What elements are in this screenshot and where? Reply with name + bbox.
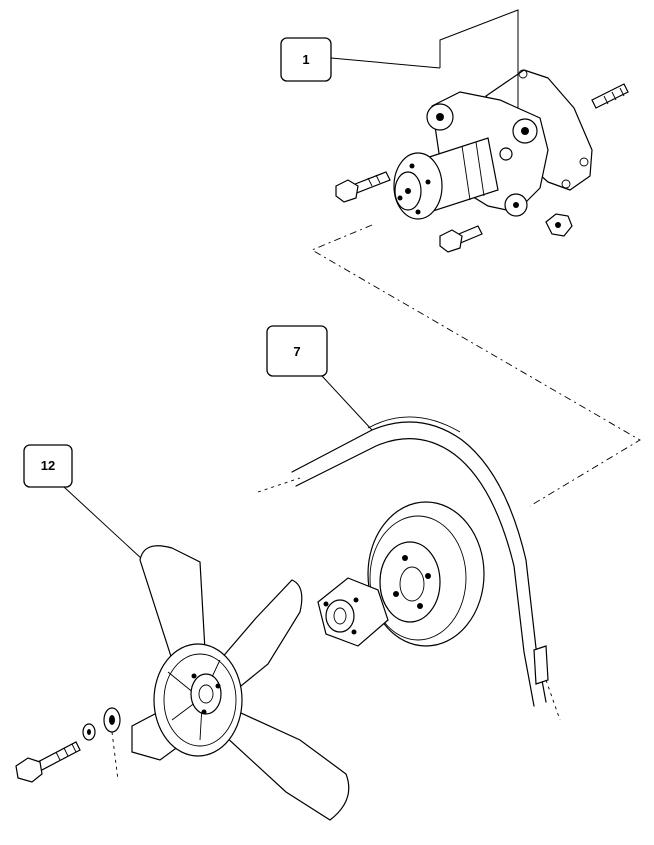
pump-fasteners xyxy=(335,83,629,253)
nut-right xyxy=(545,213,573,237)
callout-7-leader xyxy=(321,375,373,431)
fan-belt xyxy=(291,416,549,707)
callout-7-box xyxy=(266,325,328,377)
fan-pulley xyxy=(367,501,485,647)
fan-fasteners xyxy=(15,707,121,783)
callout-7-label: 7 xyxy=(293,344,300,359)
callout-12-label: 12 xyxy=(41,458,55,473)
cooling-fan xyxy=(131,545,350,821)
callout-1-box xyxy=(280,37,332,82)
stud-bolt xyxy=(591,83,629,109)
fan-blade-right xyxy=(219,579,303,691)
lock-washer xyxy=(82,723,96,741)
callout-1-leader xyxy=(330,57,441,69)
fan-blade-top xyxy=(139,545,207,673)
callout-7[interactable]: 7 xyxy=(266,325,373,431)
bolt-left xyxy=(335,171,391,203)
water-pump-assembly xyxy=(393,69,593,220)
callout-12-box xyxy=(23,444,73,488)
fan-blade-lower-right xyxy=(211,707,350,821)
bolt-bottom xyxy=(439,225,483,253)
fan-bolt xyxy=(15,741,81,783)
washer xyxy=(103,707,121,781)
fan-spacer xyxy=(317,577,389,647)
callout-1-label: 1 xyxy=(302,52,309,67)
callout-1[interactable]: 1 xyxy=(280,37,441,82)
callout-12[interactable]: 12 xyxy=(23,444,157,573)
